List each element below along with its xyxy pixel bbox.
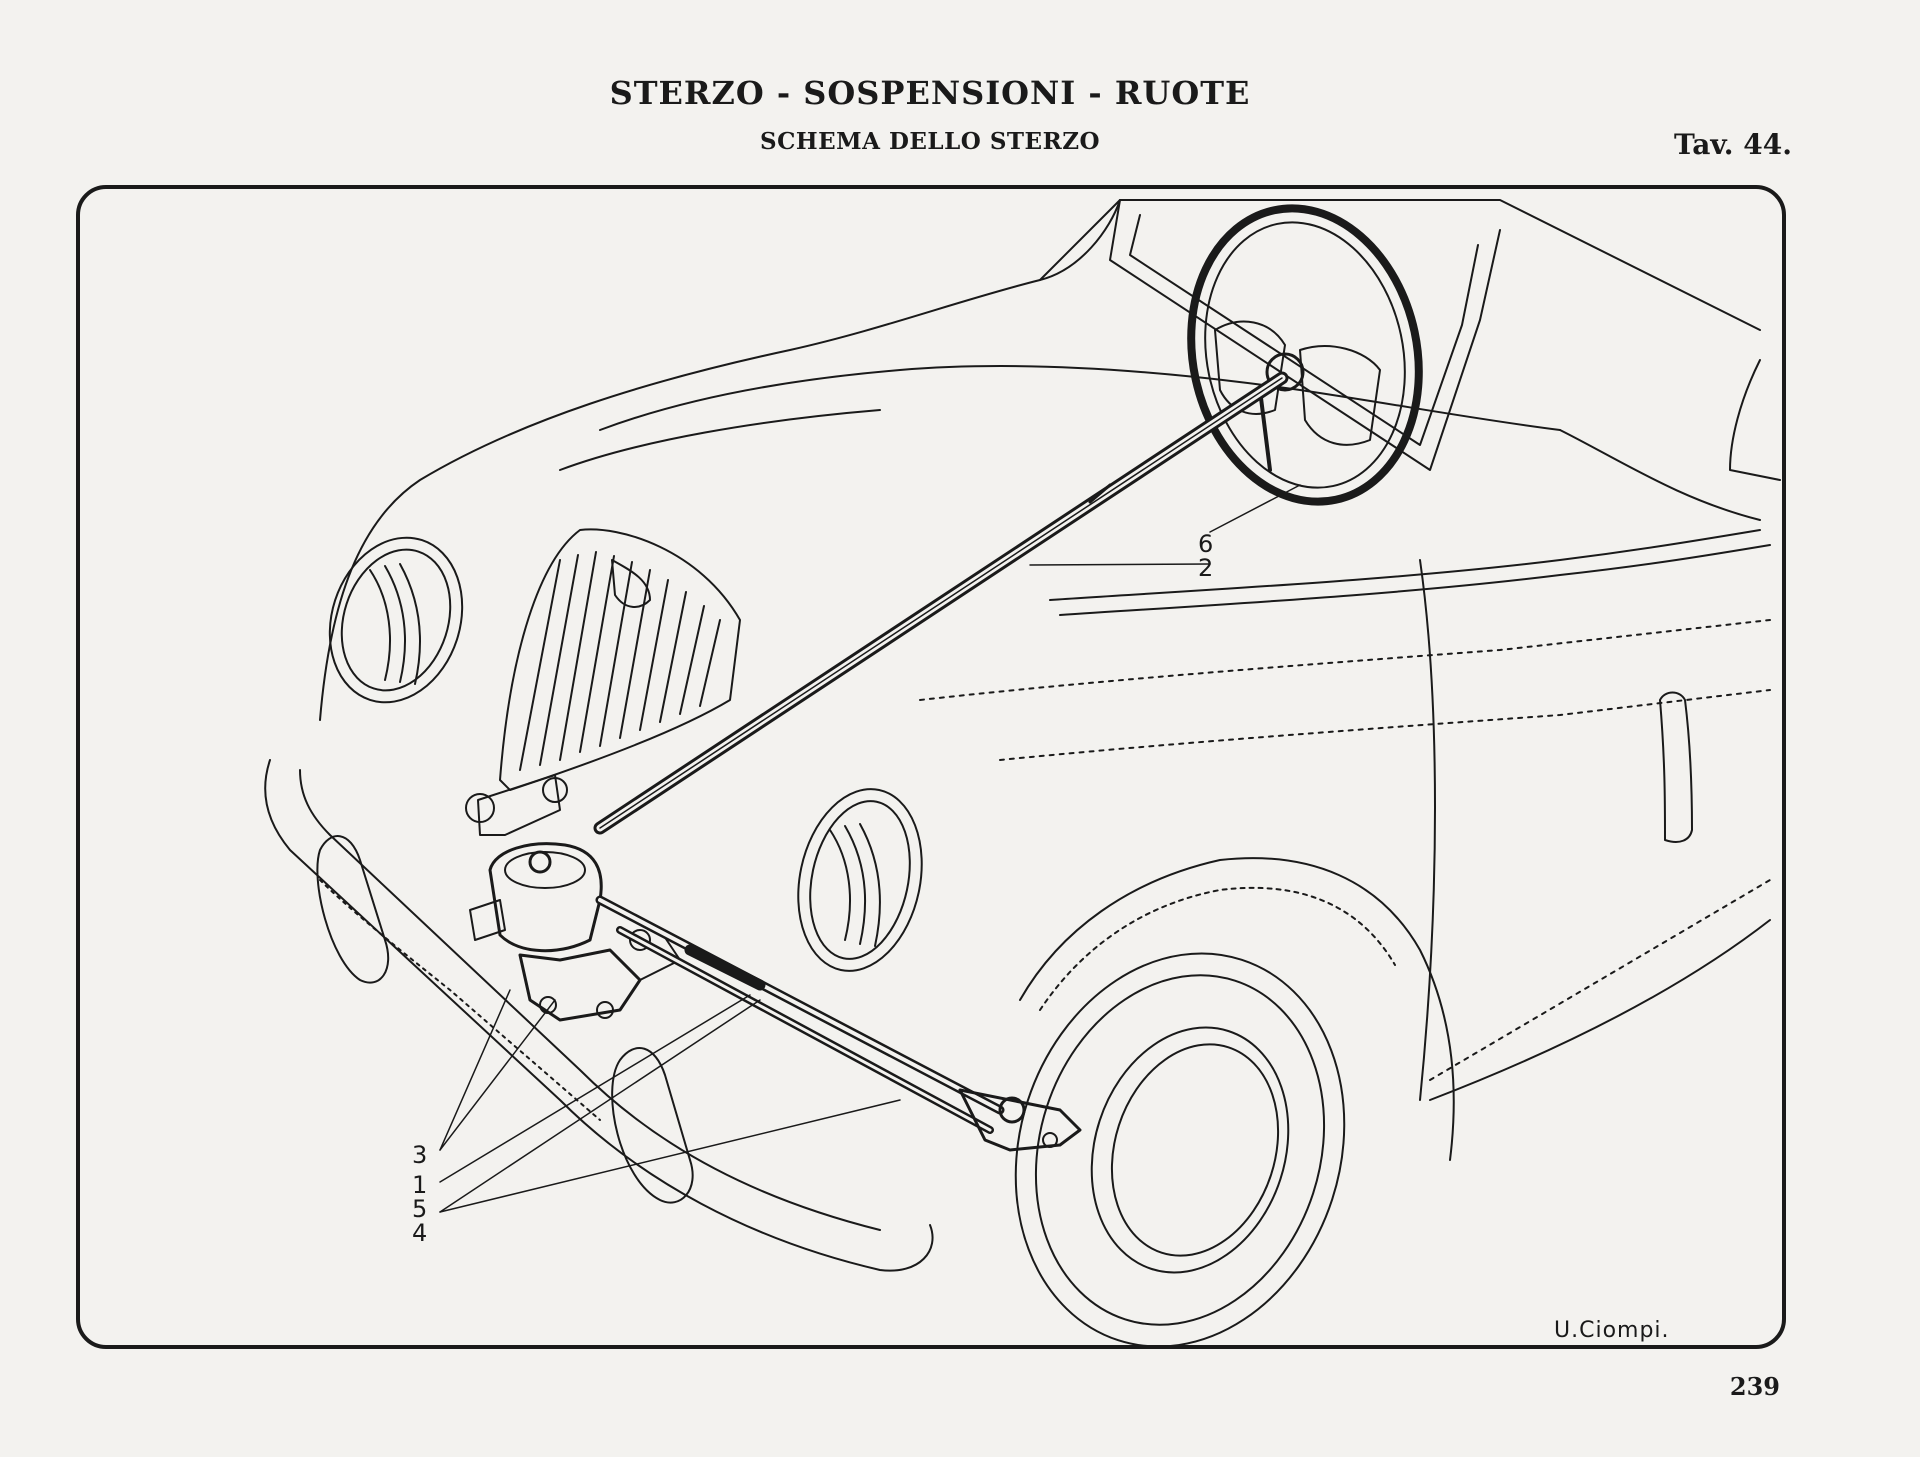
page-title: STERZO - SOSPENSIONI - RUOTE <box>609 74 1251 112</box>
callout-4: 4 <box>412 1219 428 1247</box>
callout-1: 1 <box>412 1171 428 1199</box>
callout-2: 2 <box>1198 554 1214 582</box>
page-subtitle: SCHEMA DELLO STERZO <box>759 128 1101 155</box>
front-wheel <box>1014 952 1346 1348</box>
front-grille <box>499 528 741 791</box>
callout-6: 6 <box>1198 530 1214 558</box>
diagram-frame <box>76 185 1786 1349</box>
callout-5: 5 <box>412 1195 428 1223</box>
steering-column <box>593 371 1289 835</box>
front-bumper <box>264 759 934 1272</box>
leader-lines <box>439 484 1301 1213</box>
steering-box <box>465 774 681 1022</box>
tie-rods <box>595 895 1082 1152</box>
callout-3: 3 <box>412 1141 428 1169</box>
headlights <box>328 536 923 972</box>
steering-wheel <box>1187 204 1423 506</box>
plate-number: Tav. 44. <box>1674 128 1792 161</box>
illustrator-signature: U.Ciompi. <box>1554 1318 1670 1343</box>
car-body <box>319 199 1781 1161</box>
page-number: 239 <box>1729 1372 1780 1401</box>
